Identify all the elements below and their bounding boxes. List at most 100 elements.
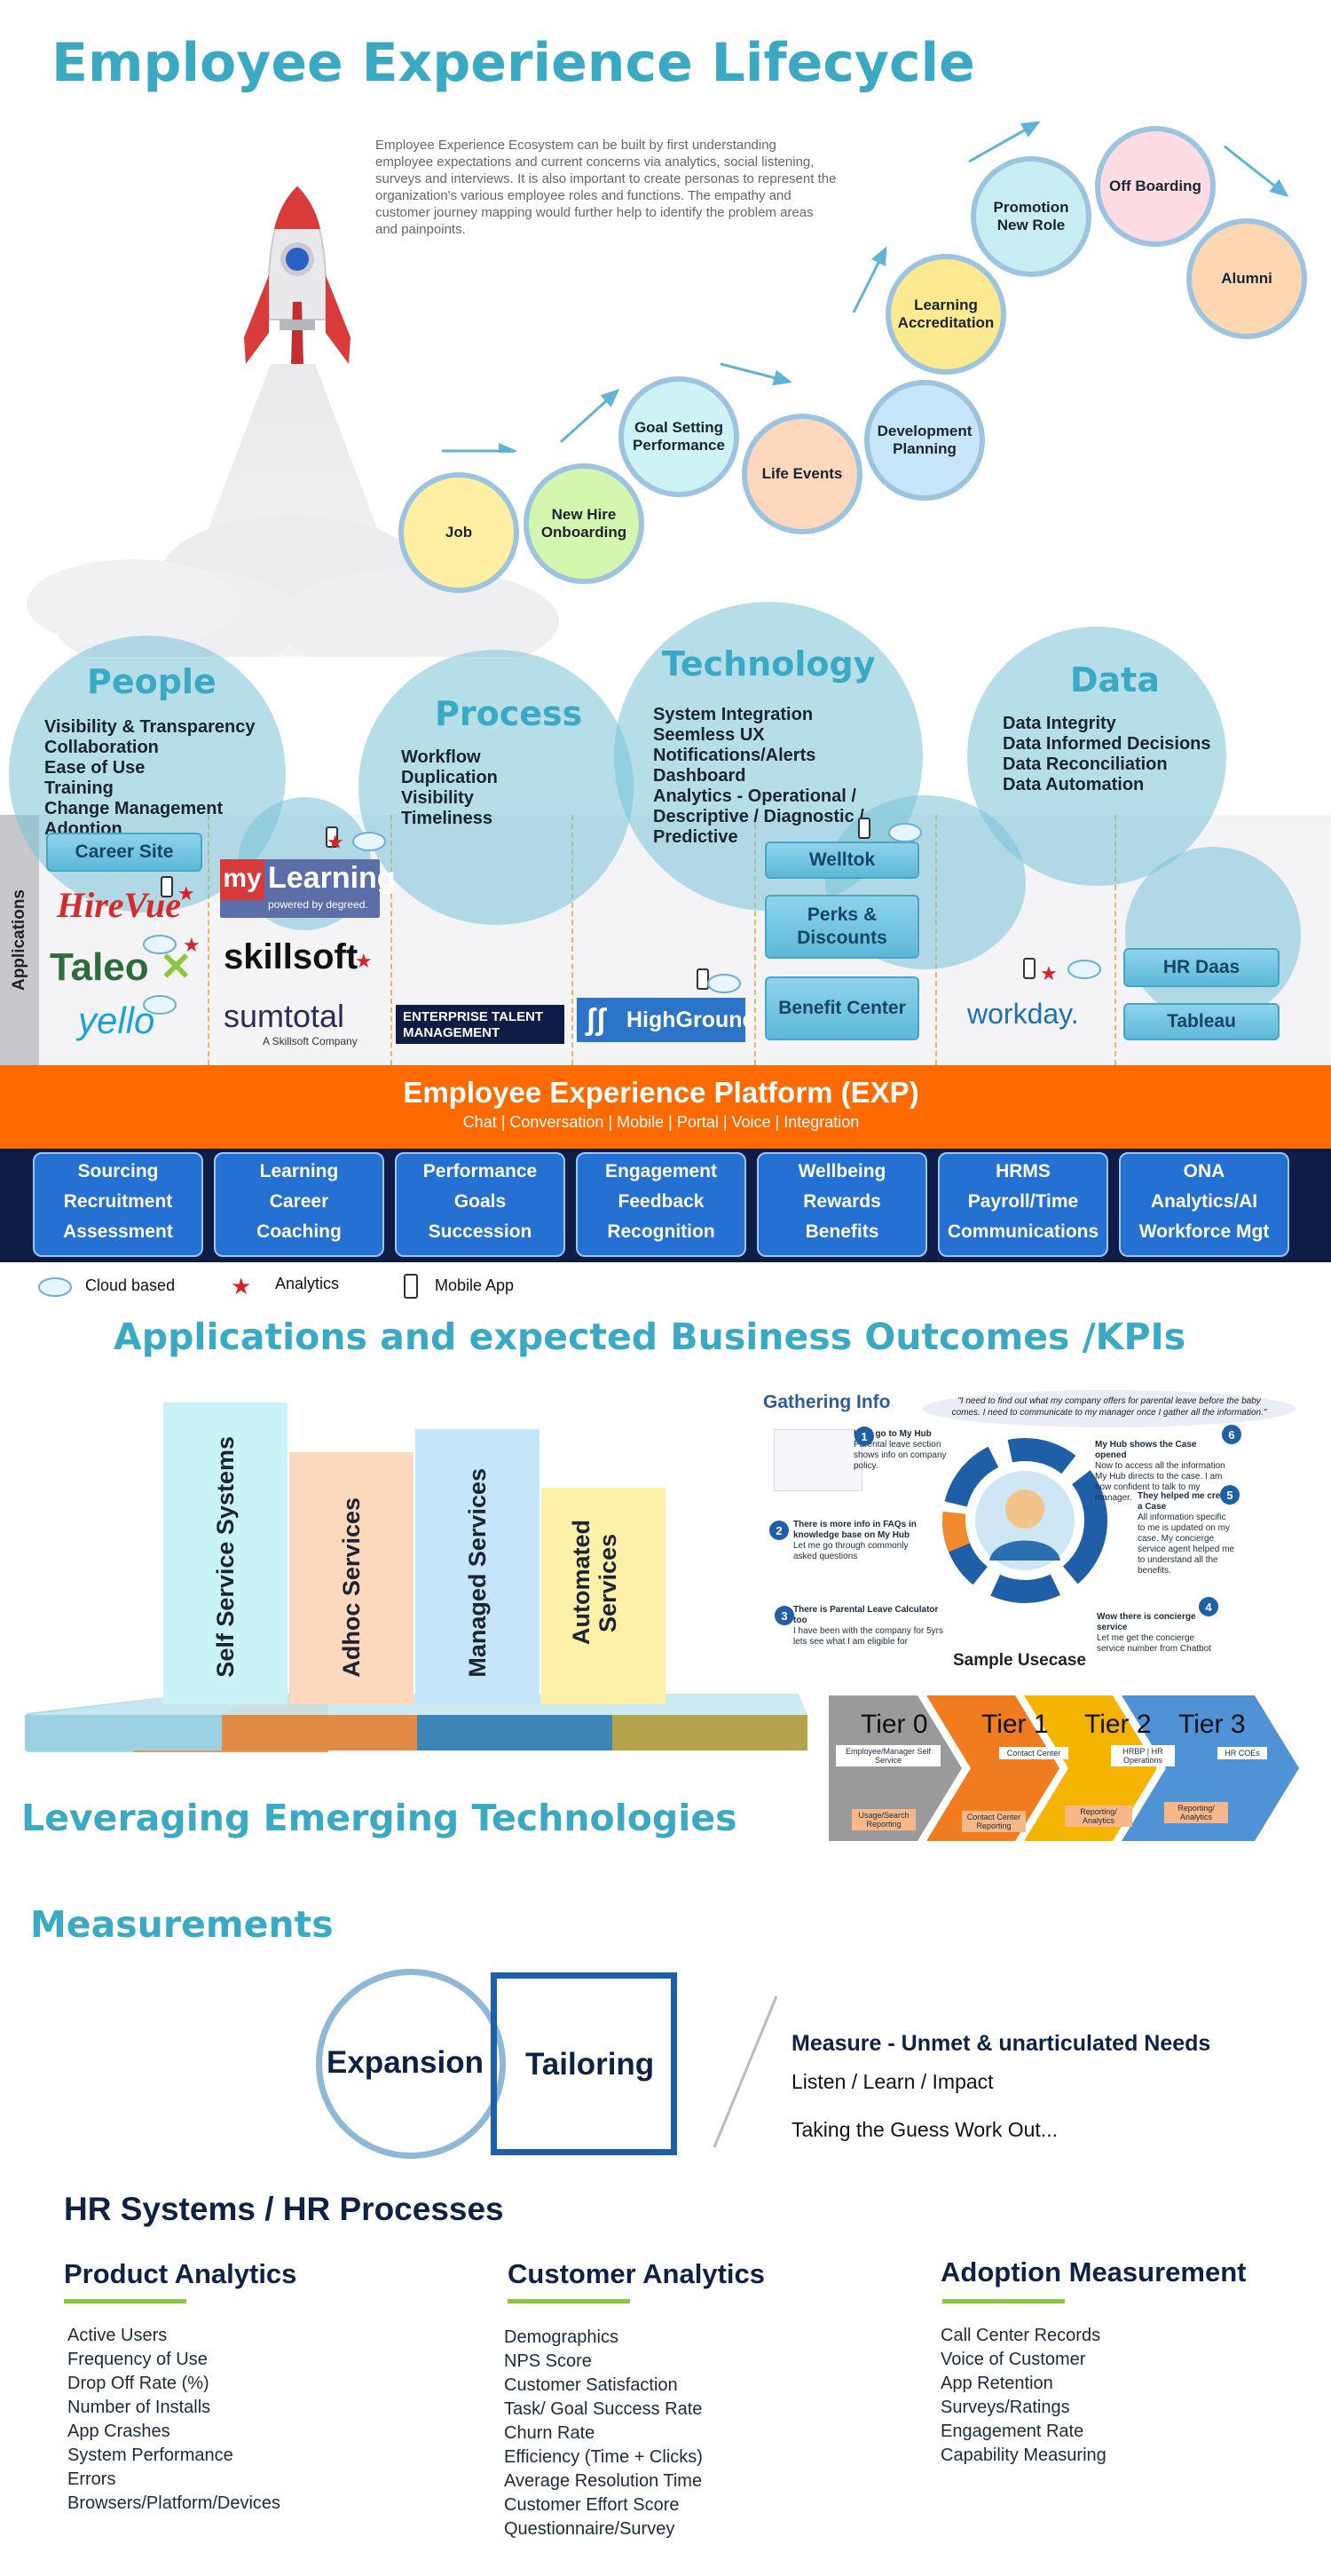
tailoring-square	[491, 1972, 677, 2155]
usecase-quote: "I need to find out what my company offe…	[923, 1390, 1296, 1427]
tier-2: Tier 2	[1084, 1710, 1152, 1739]
hr-daas-button[interactable]: HR Daas	[1123, 948, 1280, 987]
people-list: Visibility & Transparency Collaboration …	[44, 717, 256, 840]
rocket-illustration	[27, 185, 559, 657]
step-text: Now to access all the information My Hub…	[1095, 1461, 1225, 1503]
technology-title: Technology	[662, 644, 876, 684]
bar-label: Managed Services	[464, 1468, 491, 1678]
step-title: Wow there is concierge service	[1097, 1612, 1196, 1632]
bar-label: Self Service Systems	[212, 1436, 239, 1678]
tier-label: Employee/Manager Self Service	[836, 1745, 941, 1766]
capability-line: Goals	[453, 1191, 507, 1212]
list-item: Seemless UX	[653, 725, 765, 745]
list-item: App Crashes	[67, 2422, 170, 2441]
bubble	[1125, 847, 1301, 1023]
stage-onboarding: New Hire Onboarding	[524, 463, 644, 584]
page-title: Employee Experience Lifecycle	[51, 32, 975, 94]
list-item: Workflow	[401, 747, 481, 767]
list-item: Training	[44, 778, 114, 798]
underline	[942, 2299, 1065, 2303]
career-site-button[interactable]: Career Site	[46, 833, 202, 872]
badge-icons: ★ ★ ★ ★ ★	[143, 818, 1101, 1015]
stage-label: Goal Setting Performance	[633, 418, 725, 454]
capability-line: Career	[269, 1191, 329, 1212]
svg-text:2: 2	[776, 1524, 782, 1537]
leveraging-title: Leveraging Emerging Technologies	[21, 1797, 737, 1839]
step-title: I will go to My Hub	[854, 1429, 932, 1439]
technology-list: System Integration Seemless UX Notificat…	[653, 705, 864, 848]
legend-mobile: Mobile App	[435, 1276, 515, 1294]
svg-text:4: 4	[1205, 1600, 1212, 1614]
unmet-needs: Measure - Unmet & unarticulated Needs	[792, 2031, 1211, 2056]
stage-promotion: Promotion New Role	[971, 156, 1091, 277]
stage-goal-setting: Goal Setting Performance	[618, 376, 739, 497]
benefit-center-button[interactable]: Benefit Center	[765, 976, 919, 1040]
list-item: Task/ Goal Success Rate	[504, 2399, 703, 2419]
usecase-ring	[942, 1438, 1107, 1603]
product-analytics-title: Product Analytics	[64, 2258, 297, 2289]
step-title: They helped me create a Case	[1138, 1491, 1233, 1512]
svg-text:3: 3	[781, 1609, 787, 1623]
list-item: Demographics	[504, 2327, 618, 2347]
list-item: Surveys/Ratings	[941, 2398, 1070, 2417]
capability-line: HRMS	[996, 1161, 1051, 1181]
bar-self-service: Self Service Systems	[163, 1403, 287, 1704]
list-item: Analytics - Operational /	[653, 786, 856, 806]
mylearning-logo: my Learning powered by degreed.	[220, 859, 396, 918]
list-item: Number of Installs	[67, 2398, 211, 2417]
step-text: Parental leave section shows info on com…	[854, 1440, 947, 1471]
sumtotal-logo: sumtotal	[224, 998, 345, 1034]
capability-line: Communications	[947, 1221, 1099, 1242]
tier-label: Contact Center	[999, 1747, 1068, 1759]
intro-text: Employee Experience Ecosystem can be bui…	[375, 138, 837, 237]
welltok-button[interactable]: Welltok	[765, 842, 919, 879]
list-item: Call Center Records	[941, 2326, 1101, 2345]
tier-label: HR COEs	[1217, 1747, 1267, 1759]
stage-label: Development Planning	[877, 422, 973, 457]
list-item: Average Resolution Time	[504, 2471, 703, 2491]
measurements-title: Measurements	[30, 1903, 334, 1946]
capability-line: Recruitment	[63, 1191, 173, 1212]
usecase-numbers: 123 456	[769, 1425, 1241, 1625]
skillsoft-logo: skillsoft	[224, 937, 358, 976]
process-list: Workflow Duplication Visibility Timeline…	[401, 747, 498, 829]
list-item: Collaboration	[44, 738, 159, 757]
divider	[390, 815, 392, 1065]
workday-logo: workday.	[967, 998, 1079, 1030]
stage-label: Promotion New Role	[993, 198, 1069, 233]
divider	[571, 815, 573, 1065]
expansion-circle	[316, 1969, 506, 2159]
applications-side	[0, 815, 39, 1065]
hr-systems-title: HR Systems / HR Processes	[64, 2191, 504, 2227]
capability-line: Engagement	[604, 1161, 718, 1181]
stage-job: Job	[398, 472, 519, 593]
tier-report: Usage/Search Reporting	[852, 1809, 916, 1830]
yello-logo: yello	[78, 1000, 155, 1041]
perks-discounts-button[interactable]: Perks & Discounts	[765, 895, 919, 959]
list-item: Predictive	[653, 827, 738, 847]
step-title: There is Parental Leave Calculator too	[793, 1605, 939, 1625]
capability-line: Workforce Mgt	[1138, 1221, 1270, 1242]
list-item: Duplication	[401, 768, 498, 787]
platform-banner	[0, 1065, 1331, 1149]
sumtotal-sub: A Skillsoft Company	[263, 1035, 358, 1047]
tier-report: Contact Center Reporting	[962, 1811, 1026, 1832]
step-text: Let me go through commonly asked questio…	[793, 1541, 909, 1561]
list-item: Data Informed Decisions	[1003, 734, 1211, 754]
taleo-text: Taleo	[50, 945, 149, 989]
stage-label: Off Boarding	[1109, 177, 1201, 194]
legend-analytics: Analytics	[275, 1275, 340, 1292]
tier-report: Reporting/ Analytics	[1065, 1806, 1132, 1827]
svg-text:1: 1	[861, 1430, 867, 1443]
tableau-button[interactable]: Tableau	[1123, 1003, 1280, 1040]
list-item: Engagement Rate	[941, 2422, 1084, 2441]
stage-label: Learning Accreditation	[897, 296, 995, 331]
step-title: There is more info in FAQs in knowledge …	[793, 1520, 917, 1540]
